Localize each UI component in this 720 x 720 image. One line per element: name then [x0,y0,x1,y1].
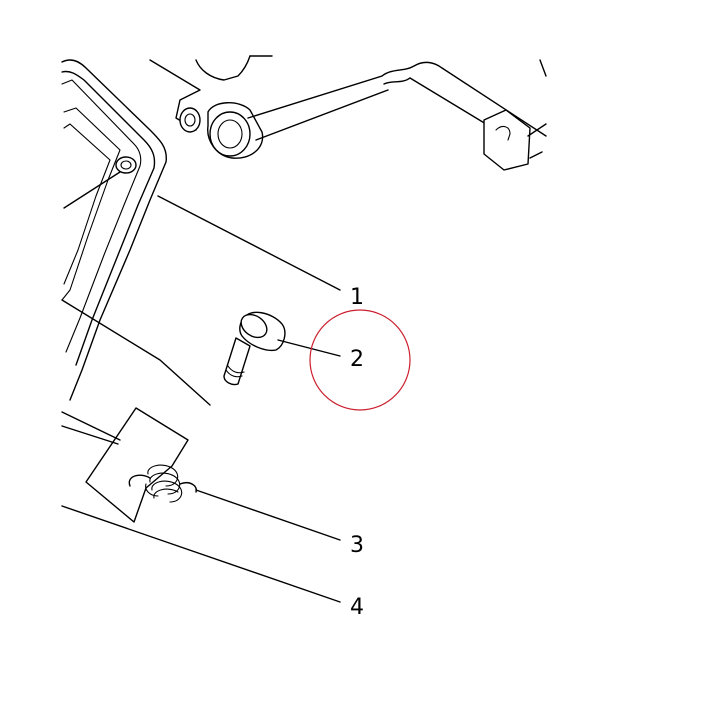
callout-1: 1 [350,285,364,310]
callout-2: 2 [350,347,364,372]
callout-4: 4 [350,595,364,620]
highlight-circle [309,309,411,411]
spring-detail-box [85,407,189,523]
pin-knob [223,311,286,386]
housing-frame [61,59,211,445]
lever-mechanism [149,55,547,171]
callout-3: 3 [350,533,364,558]
coil-spring [128,464,197,503]
leader-lines [61,195,341,603]
